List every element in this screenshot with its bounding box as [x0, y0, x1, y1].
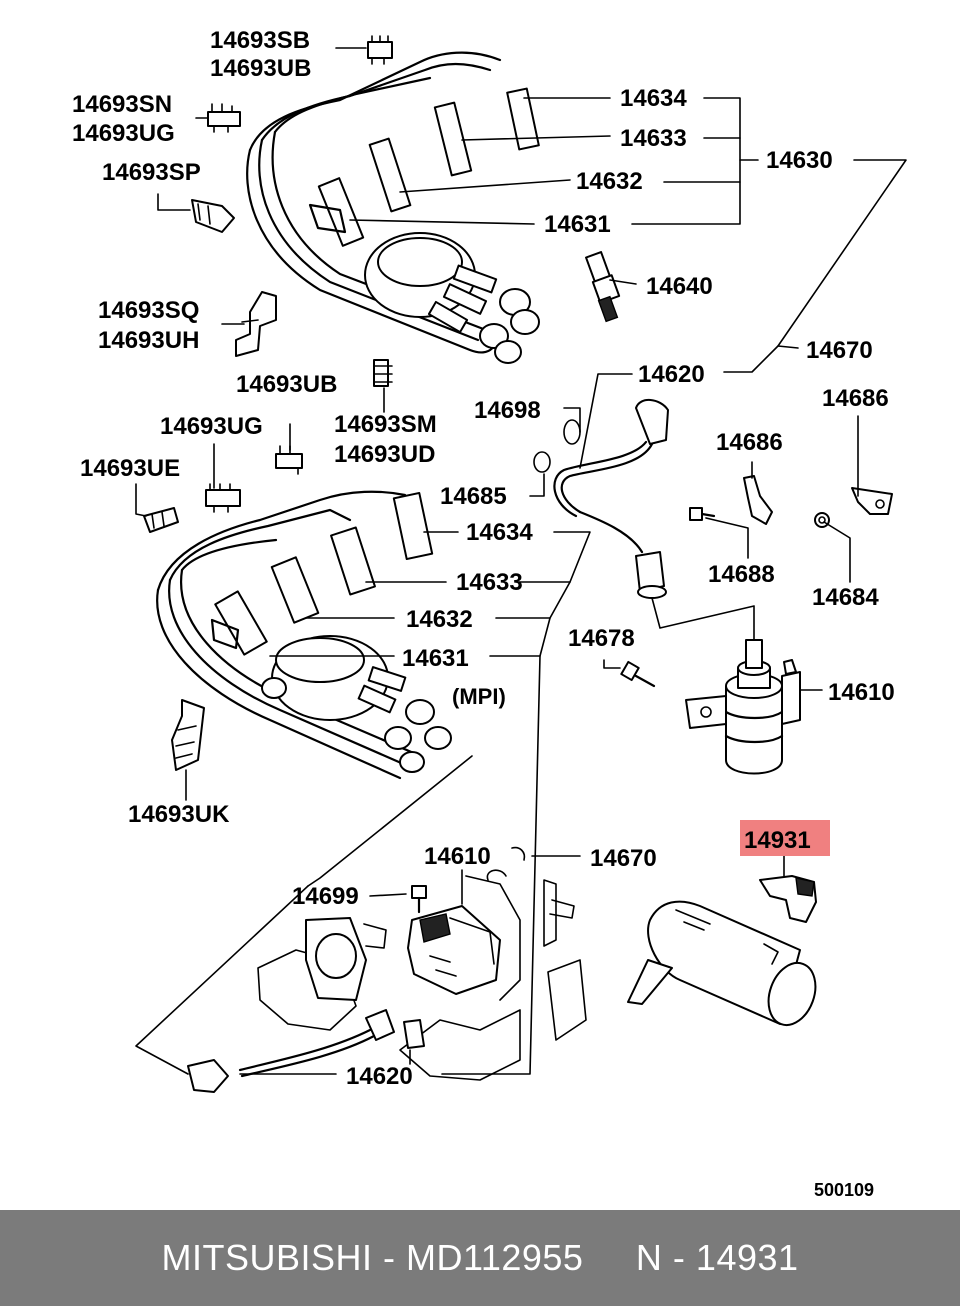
- label-14670-top[interactable]: 14670: [806, 337, 873, 364]
- clip-14693ue-icon: [143, 507, 179, 533]
- label-14678[interactable]: 14678: [568, 625, 635, 652]
- label-14688[interactable]: 14688: [708, 561, 775, 588]
- bolt-14688-icon: [689, 507, 716, 521]
- clip-14693sn-icon: [207, 103, 241, 133]
- diagram-code: 500109: [814, 1180, 874, 1200]
- label-14698[interactable]: 14698: [474, 397, 541, 424]
- ignition-coil-14610: [685, 639, 801, 775]
- bracket-14693sq-icon: [235, 291, 277, 357]
- clip-14693sp-icon: [191, 199, 235, 233]
- leader-lines: [135, 47, 907, 1075]
- mid-ignition-cable-set: [156, 490, 452, 780]
- bracket-14686-right-icon: [851, 487, 893, 515]
- nut-14684-icon: [814, 512, 830, 528]
- label-14632-mid[interactable]: 14632: [406, 606, 473, 633]
- label-14610-bottom[interactable]: 14610: [424, 843, 491, 870]
- clip-14693ug-mid-icon: [205, 483, 241, 513]
- spark-plug-icon: [585, 251, 621, 323]
- label-14699[interactable]: 14699: [292, 883, 359, 910]
- label-14686-right[interactable]: 14686: [822, 385, 889, 412]
- clamp-14698-icon: [533, 419, 581, 473]
- label-14693sq[interactable]: 14693SQ: [98, 297, 199, 324]
- label-14693sm[interactable]: 14693SM: [334, 411, 437, 438]
- highlight-14931: [740, 820, 830, 856]
- clip-14693sb-icon: [367, 35, 393, 65]
- label-14634-top[interactable]: 14634: [620, 85, 687, 112]
- clip-14693uk-icon: [171, 699, 205, 771]
- label-14693sn[interactable]: 14693SN: [72, 91, 172, 118]
- label-14633-mid[interactable]: 14633: [456, 569, 523, 596]
- label-14630[interactable]: 14630: [766, 147, 833, 174]
- label-14610-right[interactable]: 14610: [828, 679, 895, 706]
- bracket-14686-mid-icon: [743, 475, 773, 525]
- label-14693ug-mid[interactable]: 14693UG: [160, 413, 263, 440]
- label-14931[interactable]: 14931: [744, 827, 811, 854]
- label-14693sb[interactable]: 14693SB: [210, 27, 310, 54]
- label-14693ug-top[interactable]: 14693UG: [72, 120, 175, 147]
- label-14693sp[interactable]: 14693SP: [102, 159, 201, 186]
- part-number-labels: 14693SB 14693UB 14693SN 14693UG 14693SP …: [72, 27, 895, 1200]
- label-14693ue[interactable]: 14693UE: [80, 455, 180, 482]
- label-14684[interactable]: 14684: [812, 584, 879, 611]
- label-14693uk[interactable]: 14693UK: [128, 801, 230, 828]
- label-14693ud[interactable]: 14693UD: [334, 441, 435, 468]
- label-mpi: (MPI): [452, 684, 506, 709]
- bolt-14699-icon: [411, 885, 427, 914]
- label-14620-bottom[interactable]: 14620: [346, 1063, 413, 1090]
- high-tension-cable-14620-mpi: [187, 1009, 425, 1093]
- label-14633-top[interactable]: 14633: [620, 125, 687, 152]
- clip-14693ub-mid-icon: [275, 445, 303, 475]
- top-ignition-cable-set: [246, 51, 540, 364]
- label-14693ub-top[interactable]: 14693UB: [210, 55, 311, 82]
- label-14631-mid[interactable]: 14631: [402, 645, 469, 672]
- label-14640[interactable]: 14640: [646, 273, 713, 300]
- label-14632-top[interactable]: 14632: [576, 168, 643, 195]
- parts-diagram: 14693SB 14693UB 14693SN 14693UG 14693SP …: [72, 27, 907, 1200]
- footer-bar: MITSUBISHI - MD112955 N - 14931: [0, 1210, 960, 1306]
- bolt-14678-icon: [620, 660, 656, 688]
- label-14634-mid[interactable]: 14634: [466, 519, 533, 546]
- label-14670-bottom[interactable]: 14670: [590, 845, 657, 872]
- noise-filter-cylinder: [627, 900, 817, 1026]
- high-tension-cable-14620: [553, 399, 669, 599]
- engine-block-bottom: [257, 846, 587, 1081]
- label-14620-top[interactable]: 14620: [638, 361, 705, 388]
- bracket-14931-icon: [759, 875, 817, 923]
- label-14693uh[interactable]: 14693UH: [98, 327, 199, 354]
- label-14631-top[interactable]: 14631: [544, 211, 611, 238]
- label-14686-mid[interactable]: 14686: [716, 429, 783, 456]
- label-14693ub-mid[interactable]: 14693UB: [236, 371, 337, 398]
- clip-14693sm-icon: [373, 359, 393, 387]
- label-14685[interactable]: 14685: [440, 483, 507, 510]
- ignition-coil-14610-mpi: [407, 905, 501, 995]
- footer-part-info: MITSUBISHI - MD112955 N - 14931: [161, 1237, 799, 1278]
